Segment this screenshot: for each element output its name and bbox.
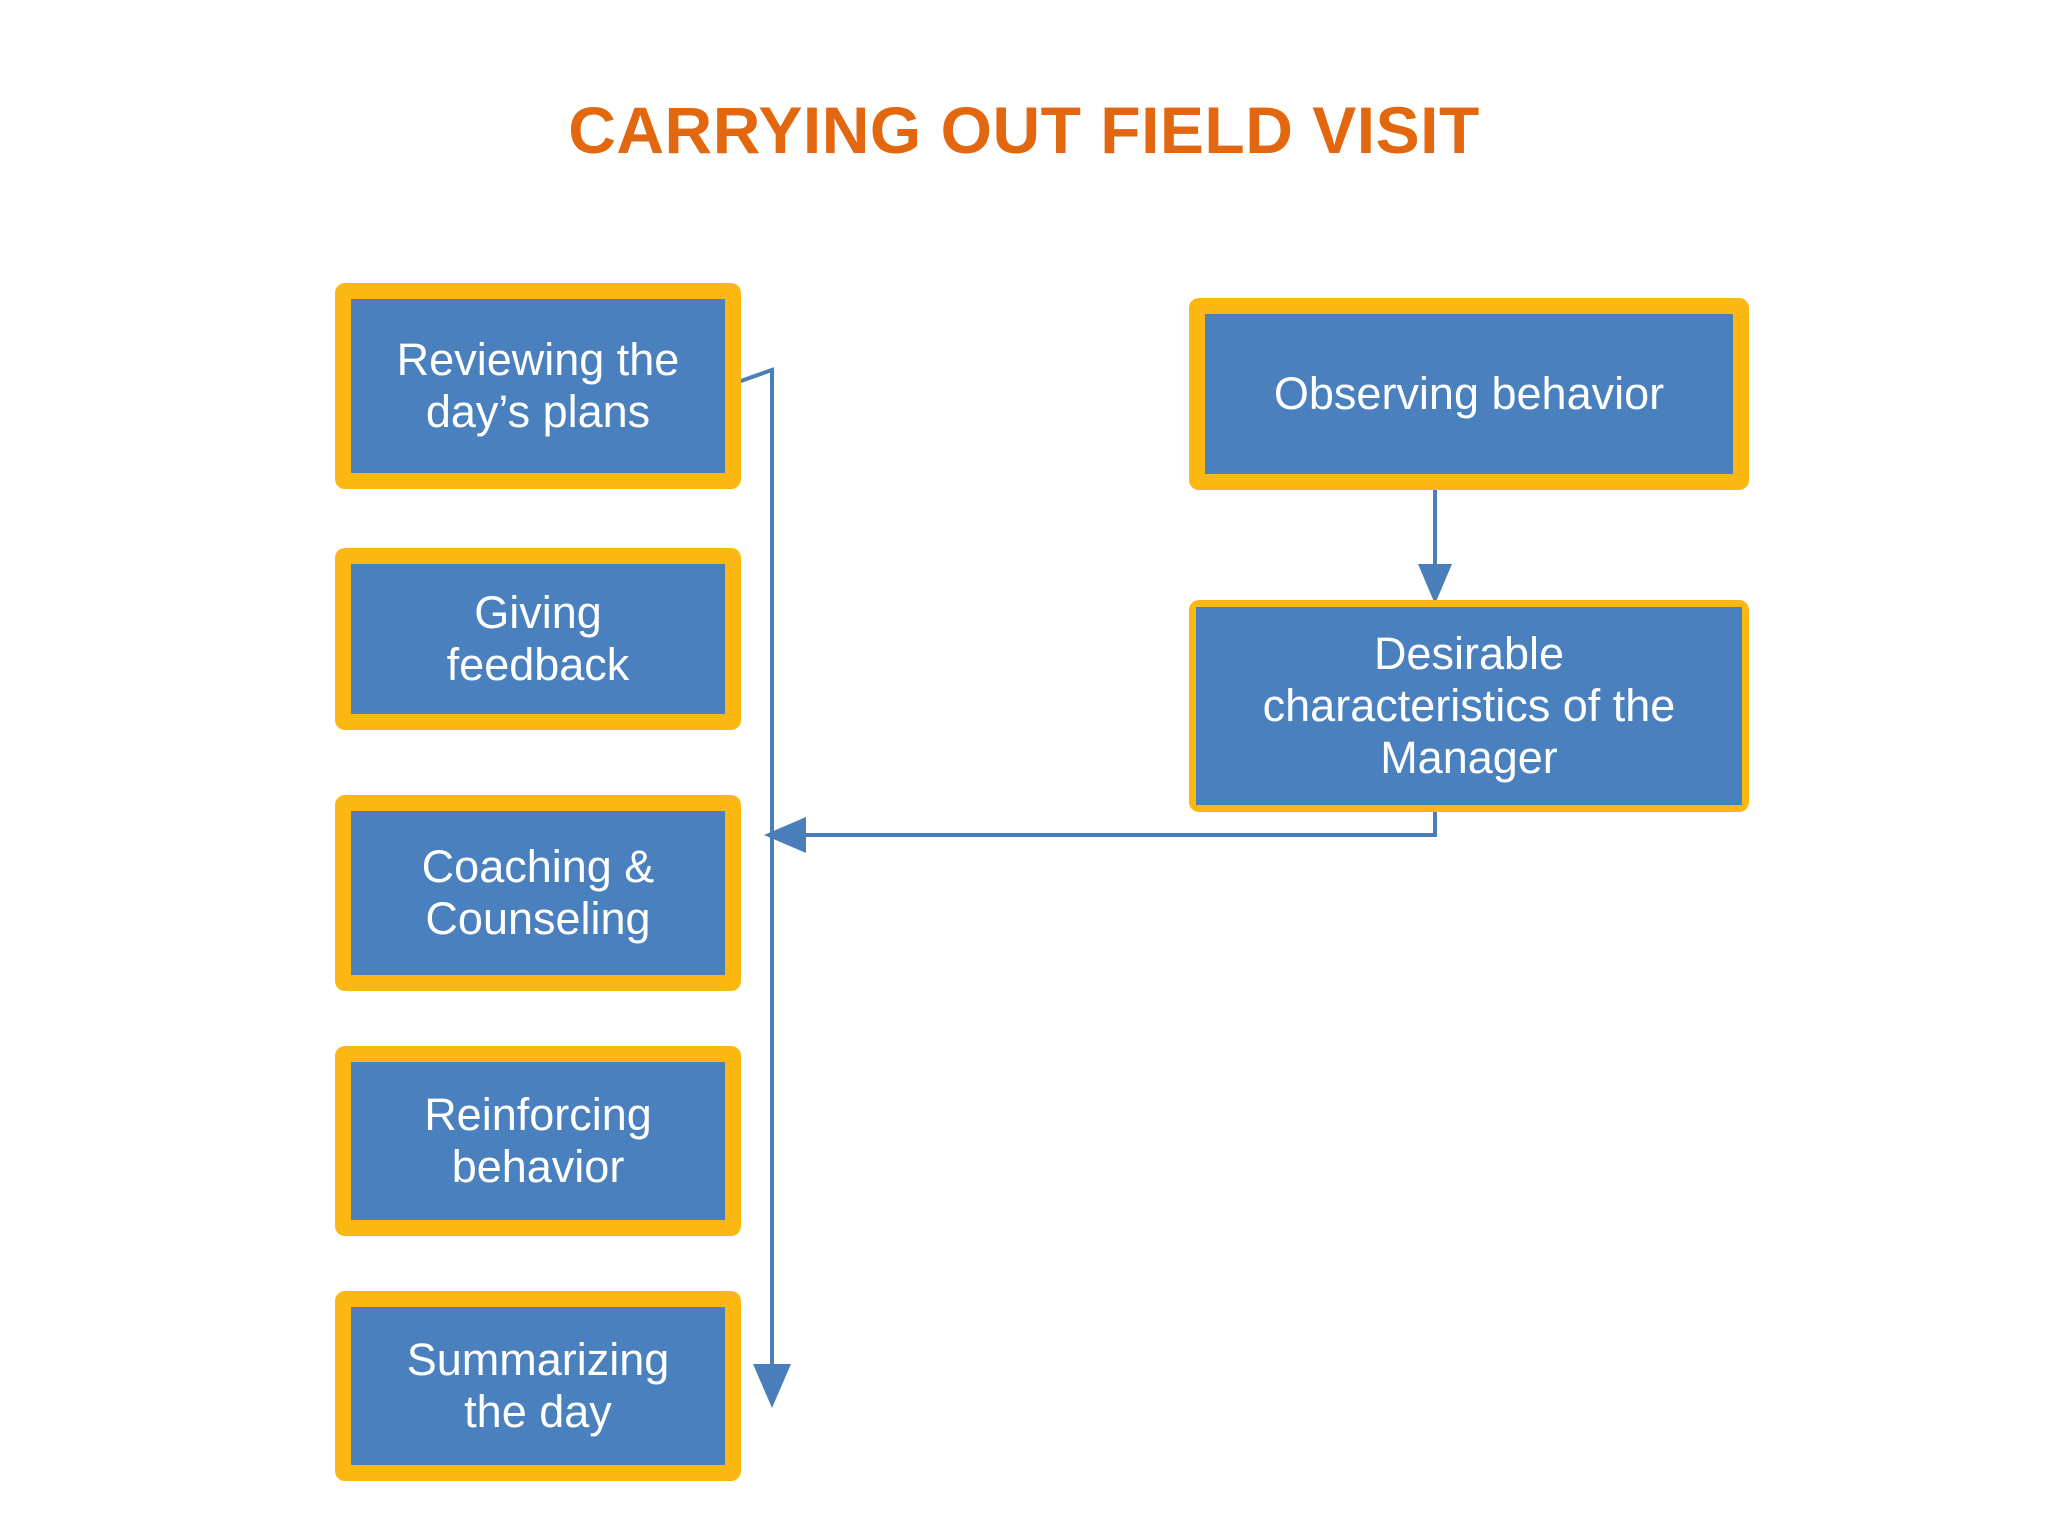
- step-box-desirable-characteristics-line1: Desirable: [1373, 627, 1565, 679]
- step-box-reviewing-text: Reviewing the day’s plans: [351, 299, 725, 473]
- step-box-coaching-counseling-text: Coaching & Counseling: [351, 811, 725, 975]
- step-box-desirable-characteristics[interactable]: Desirable characteristics of the Manager: [1189, 600, 1749, 812]
- step-box-observing-behavior-line1: Observing behavior: [1273, 367, 1665, 419]
- page-title: CARRYING OUT FIELD VISIT: [568, 93, 1480, 167]
- step-box-summarizing-the-day-line2: the day: [464, 1386, 612, 1437]
- step-box-coaching-counseling[interactable]: Coaching & Counseling: [335, 795, 741, 991]
- step-box-desirable-characteristics-text: Desirable characteristics of the Manager: [1196, 607, 1742, 805]
- step-box-reviewing-line1: Reviewing the: [396, 333, 680, 385]
- step-box-desirable-characteristics-line3: Manager: [1380, 732, 1558, 784]
- step-box-observing-behavior[interactable]: Observing behavior: [1189, 298, 1749, 490]
- step-box-giving-feedback-line1: Giving: [474, 586, 602, 638]
- step-box-coaching-counseling-line2: Counseling: [425, 893, 651, 944]
- step-box-summarizing-the-day-text: Summarizing the day: [351, 1307, 725, 1465]
- connector-observing-to-desirable: [1418, 474, 1452, 604]
- step-box-reviewing-line2: day’s plans: [425, 386, 651, 437]
- step-box-giving-feedback-text: Giving feedback: [351, 564, 725, 714]
- step-box-giving-feedback-line2: feedback: [446, 639, 630, 690]
- step-box-observing-behavior-text: Observing behavior: [1205, 314, 1733, 474]
- step-box-desirable-characteristics-line2: characteristics of the: [1262, 679, 1676, 731]
- step-box-summarizing-the-day[interactable]: Summarizing the day: [335, 1291, 741, 1481]
- step-box-giving-feedback[interactable]: Giving feedback: [335, 548, 741, 730]
- step-box-coaching-counseling-line1: Coaching &: [421, 840, 655, 892]
- step-box-summarizing-the-day-line1: Summarizing: [406, 1333, 670, 1385]
- step-box-reviewing[interactable]: Reviewing the day’s plans: [335, 283, 741, 489]
- step-box-reinforcing-behavior-line2: behavior: [451, 1141, 625, 1192]
- step-box-reinforcing-behavior-line1: Reinforcing: [424, 1088, 652, 1140]
- step-box-reinforcing-behavior[interactable]: Reinforcing behavior: [335, 1046, 741, 1236]
- step-box-reinforcing-behavior-text: Reinforcing behavior: [351, 1062, 725, 1220]
